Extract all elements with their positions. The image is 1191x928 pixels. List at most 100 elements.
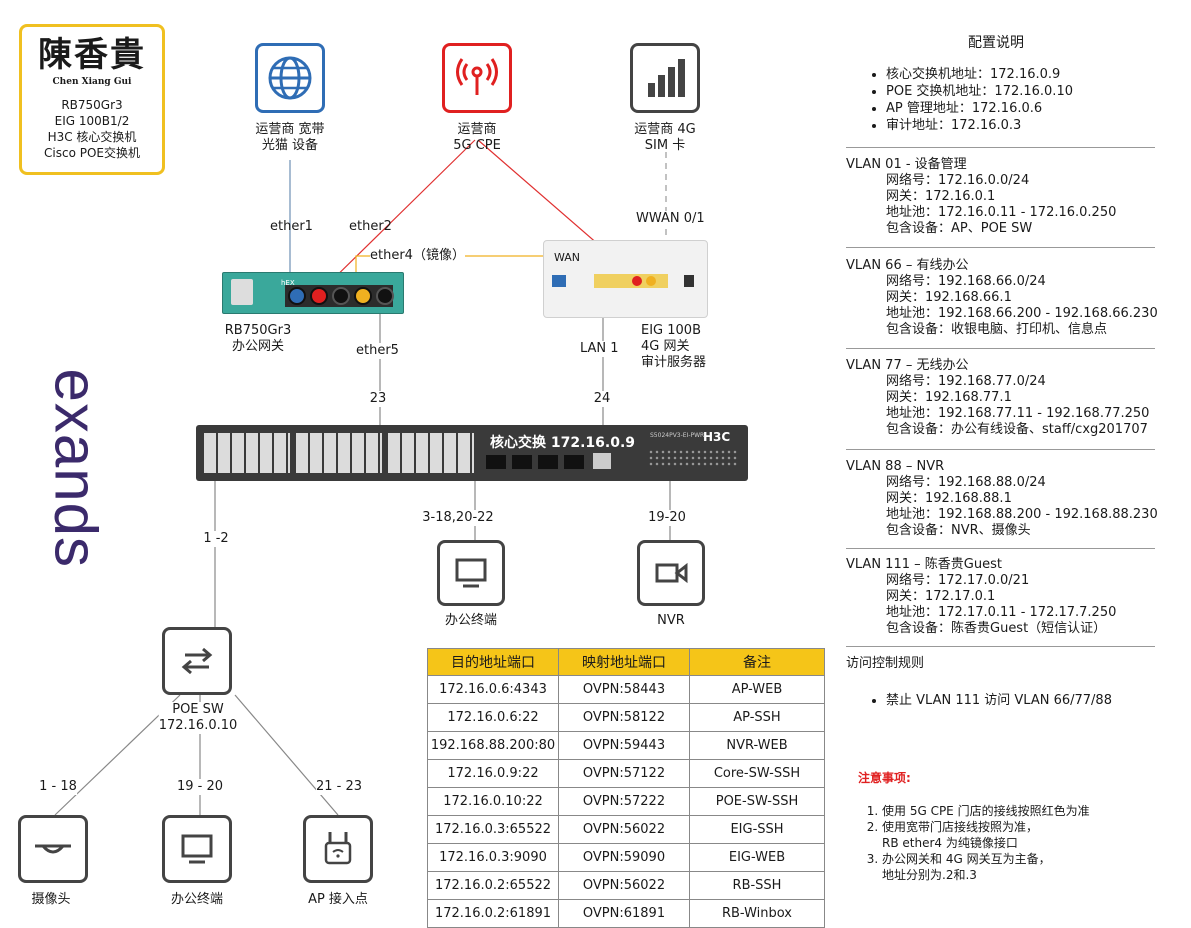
cell: 172.16.0.3:9090 xyxy=(427,843,559,872)
port24-label: 24 xyxy=(593,391,611,407)
vlan-line: 网络号：172.16.0.0/24 xyxy=(886,173,1030,188)
wwan-label: WWAN 0/1 xyxy=(636,211,705,227)
isp-broadband-label: 运营商 宽带 光猫 设备 xyxy=(255,122,325,153)
cell: OVPN:56022 xyxy=(558,871,690,900)
vlan-77-block: VLAN 77 – 无线办公 网络号：192.168.77.0/24 网关：19… xyxy=(846,358,1149,438)
port-group-2 xyxy=(296,433,382,473)
core-switch-label: 核心交换 172.16.0.9 xyxy=(490,435,636,451)
vlan-66-block: VLAN 66 – 有线办公 网络号：192.168.66.0/24 网关：19… xyxy=(846,258,1158,338)
divider xyxy=(846,147,1155,148)
ether5-label: ether5 xyxy=(356,343,399,359)
divider xyxy=(846,646,1155,647)
vlan-title: VLAN 01 - 设备管理 xyxy=(846,157,967,172)
cell: NVR-WEB xyxy=(689,731,825,760)
cell: Core-SW-SSH xyxy=(689,759,825,788)
cell: EIG-WEB xyxy=(689,843,825,872)
vlan-line: 网关：192.168.88.1 xyxy=(886,491,1012,506)
table-header: 目的地址端口 映射地址端口 备注 xyxy=(427,648,825,676)
list-item: 核心交换机地址：172.16.0.9 xyxy=(886,66,1073,83)
eig-label: EIG 100B 4G 网关 审计服务器 xyxy=(641,323,707,370)
brand-box: 陳香貴 Chen Xiang Gui RB750Gr3 EIG 100B1/2 … xyxy=(19,24,165,175)
divider xyxy=(846,449,1155,450)
core-down-left-label: 1 -2 xyxy=(203,531,229,547)
vlan-line: 地址池：192.168.66.200 - 192.168.66.230 xyxy=(886,306,1158,321)
ether4-label: ether4（镜像） xyxy=(370,248,465,264)
cell: OVPN:61891 xyxy=(558,899,690,928)
brand-line: H3C 核心交换机 xyxy=(47,130,137,144)
lan1-label: LAN 1 xyxy=(580,341,619,357)
vlan-line: 包含设备：AP、POE SW xyxy=(886,221,1033,236)
eig-port-block xyxy=(594,274,668,288)
cell: OVPN:56022 xyxy=(558,815,690,844)
monitor-icon xyxy=(162,815,232,883)
cell: AP-SSH xyxy=(689,703,825,732)
cell: 172.16.0.6:22 xyxy=(427,703,559,732)
notes-title: 配置说明 xyxy=(968,35,1024,51)
core-office-label: 3-18,20-22 xyxy=(422,510,494,526)
vlan-line: 地址池：172.17.0.11 - 172.17.7.250 xyxy=(886,605,1117,620)
vlan-line: 包含设备：陈香贵Guest（短信认证） xyxy=(886,621,1107,636)
wan-label: WAN xyxy=(554,250,581,266)
ether2-label: ether2 xyxy=(349,219,392,234)
eig-power xyxy=(684,275,694,287)
vlan-88-block: VLAN 88 – NVR 网络号：192.168.88.0/24 网关：192… xyxy=(846,459,1158,539)
cell: POE-SW-SSH xyxy=(689,787,825,816)
isp-5g-label: 运营商 5G CPE xyxy=(453,122,501,153)
vlan-title: VLAN 88 – NVR xyxy=(846,459,945,474)
port-group-1 xyxy=(204,433,290,473)
port-ether5 xyxy=(376,287,394,305)
h3c-logo: H3C xyxy=(703,430,731,444)
brand-line: RB750Gr3 xyxy=(61,98,123,112)
cell: 172.16.0.2:65522 xyxy=(427,871,559,900)
warning-title: 注意事项: xyxy=(858,771,911,785)
office-terminal-label: 办公终端 xyxy=(444,613,498,628)
camera-label: 摄像头 xyxy=(31,892,71,907)
warning-list: 使用 5G CPE 门店的接线按照红色为准 使用宽带门店接线按照为准， RB e… xyxy=(868,803,1090,883)
core-switch-model: S5024PV3-EI-PWR xyxy=(650,432,705,439)
acl-title: 访问控制规则 xyxy=(846,656,925,671)
poe-sw-label: POE SW 172.16.0.10 xyxy=(158,702,238,734)
vlan-line: 包含设备：收银电脑、打印机、信息点 xyxy=(886,322,1108,337)
header-cell: 备注 xyxy=(689,648,825,676)
cell: OVPN:58443 xyxy=(558,675,690,704)
port-ether1 xyxy=(288,287,306,305)
cell: RB-SSH xyxy=(689,871,825,900)
port-ether3 xyxy=(332,287,350,305)
list-item: AP 管理地址：172.16.0.6 xyxy=(886,100,1073,117)
vlan-title: VLAN 111 – 陈香贵Guest xyxy=(846,557,1002,572)
switch-arrows-icon xyxy=(162,627,232,695)
vlan-111-block: VLAN 111 – 陈香贵Guest 网络号：172.17.0.0/21 网关… xyxy=(846,557,1116,637)
video-camera-icon xyxy=(637,540,705,606)
vlan-line: 网关：192.168.77.1 xyxy=(886,390,1012,405)
eig-port-yellow xyxy=(646,276,656,286)
header-cell: 映射地址端口 xyxy=(558,648,690,676)
list-item: 审计地址：172.16.0.3 xyxy=(886,117,1073,134)
vlan-line: 地址池：172.16.0.11 - 172.16.0.250 xyxy=(886,205,1117,220)
list-item: 使用 5G CPE 门店的接线按照红色为准 xyxy=(882,803,1090,819)
poe-cam-port-label: 1 - 18 xyxy=(39,779,77,795)
eig-port-blue xyxy=(552,275,566,287)
vlan-line: 包含设备：NVR、摄像头 xyxy=(886,523,1031,538)
vlan-line: 网络号：192.168.77.0/24 xyxy=(886,374,1046,389)
camera-icon xyxy=(18,815,88,883)
vlan-line: 网络号：192.168.88.0/24 xyxy=(886,475,1046,490)
cell: AP-WEB xyxy=(689,675,825,704)
ether1-label: ether1 xyxy=(270,219,313,234)
cell: RB-Winbox xyxy=(689,899,825,928)
antenna-icon xyxy=(442,43,512,113)
cell: 172.16.0.3:65522 xyxy=(427,815,559,844)
list-item: 使用宽带门店接线按照为准， RB ether4 为纯镜像接口 xyxy=(882,819,1090,851)
globe-icon xyxy=(255,43,325,113)
exands-logo: exands xyxy=(42,368,110,568)
poe-ap-port-label: 21 - 23 xyxy=(315,779,363,795)
cell: OVPN:57122 xyxy=(558,759,690,788)
divider xyxy=(846,348,1155,349)
cell: 172.16.0.9:22 xyxy=(427,759,559,788)
vlan-line: 网关：192.168.66.1 xyxy=(886,290,1012,305)
